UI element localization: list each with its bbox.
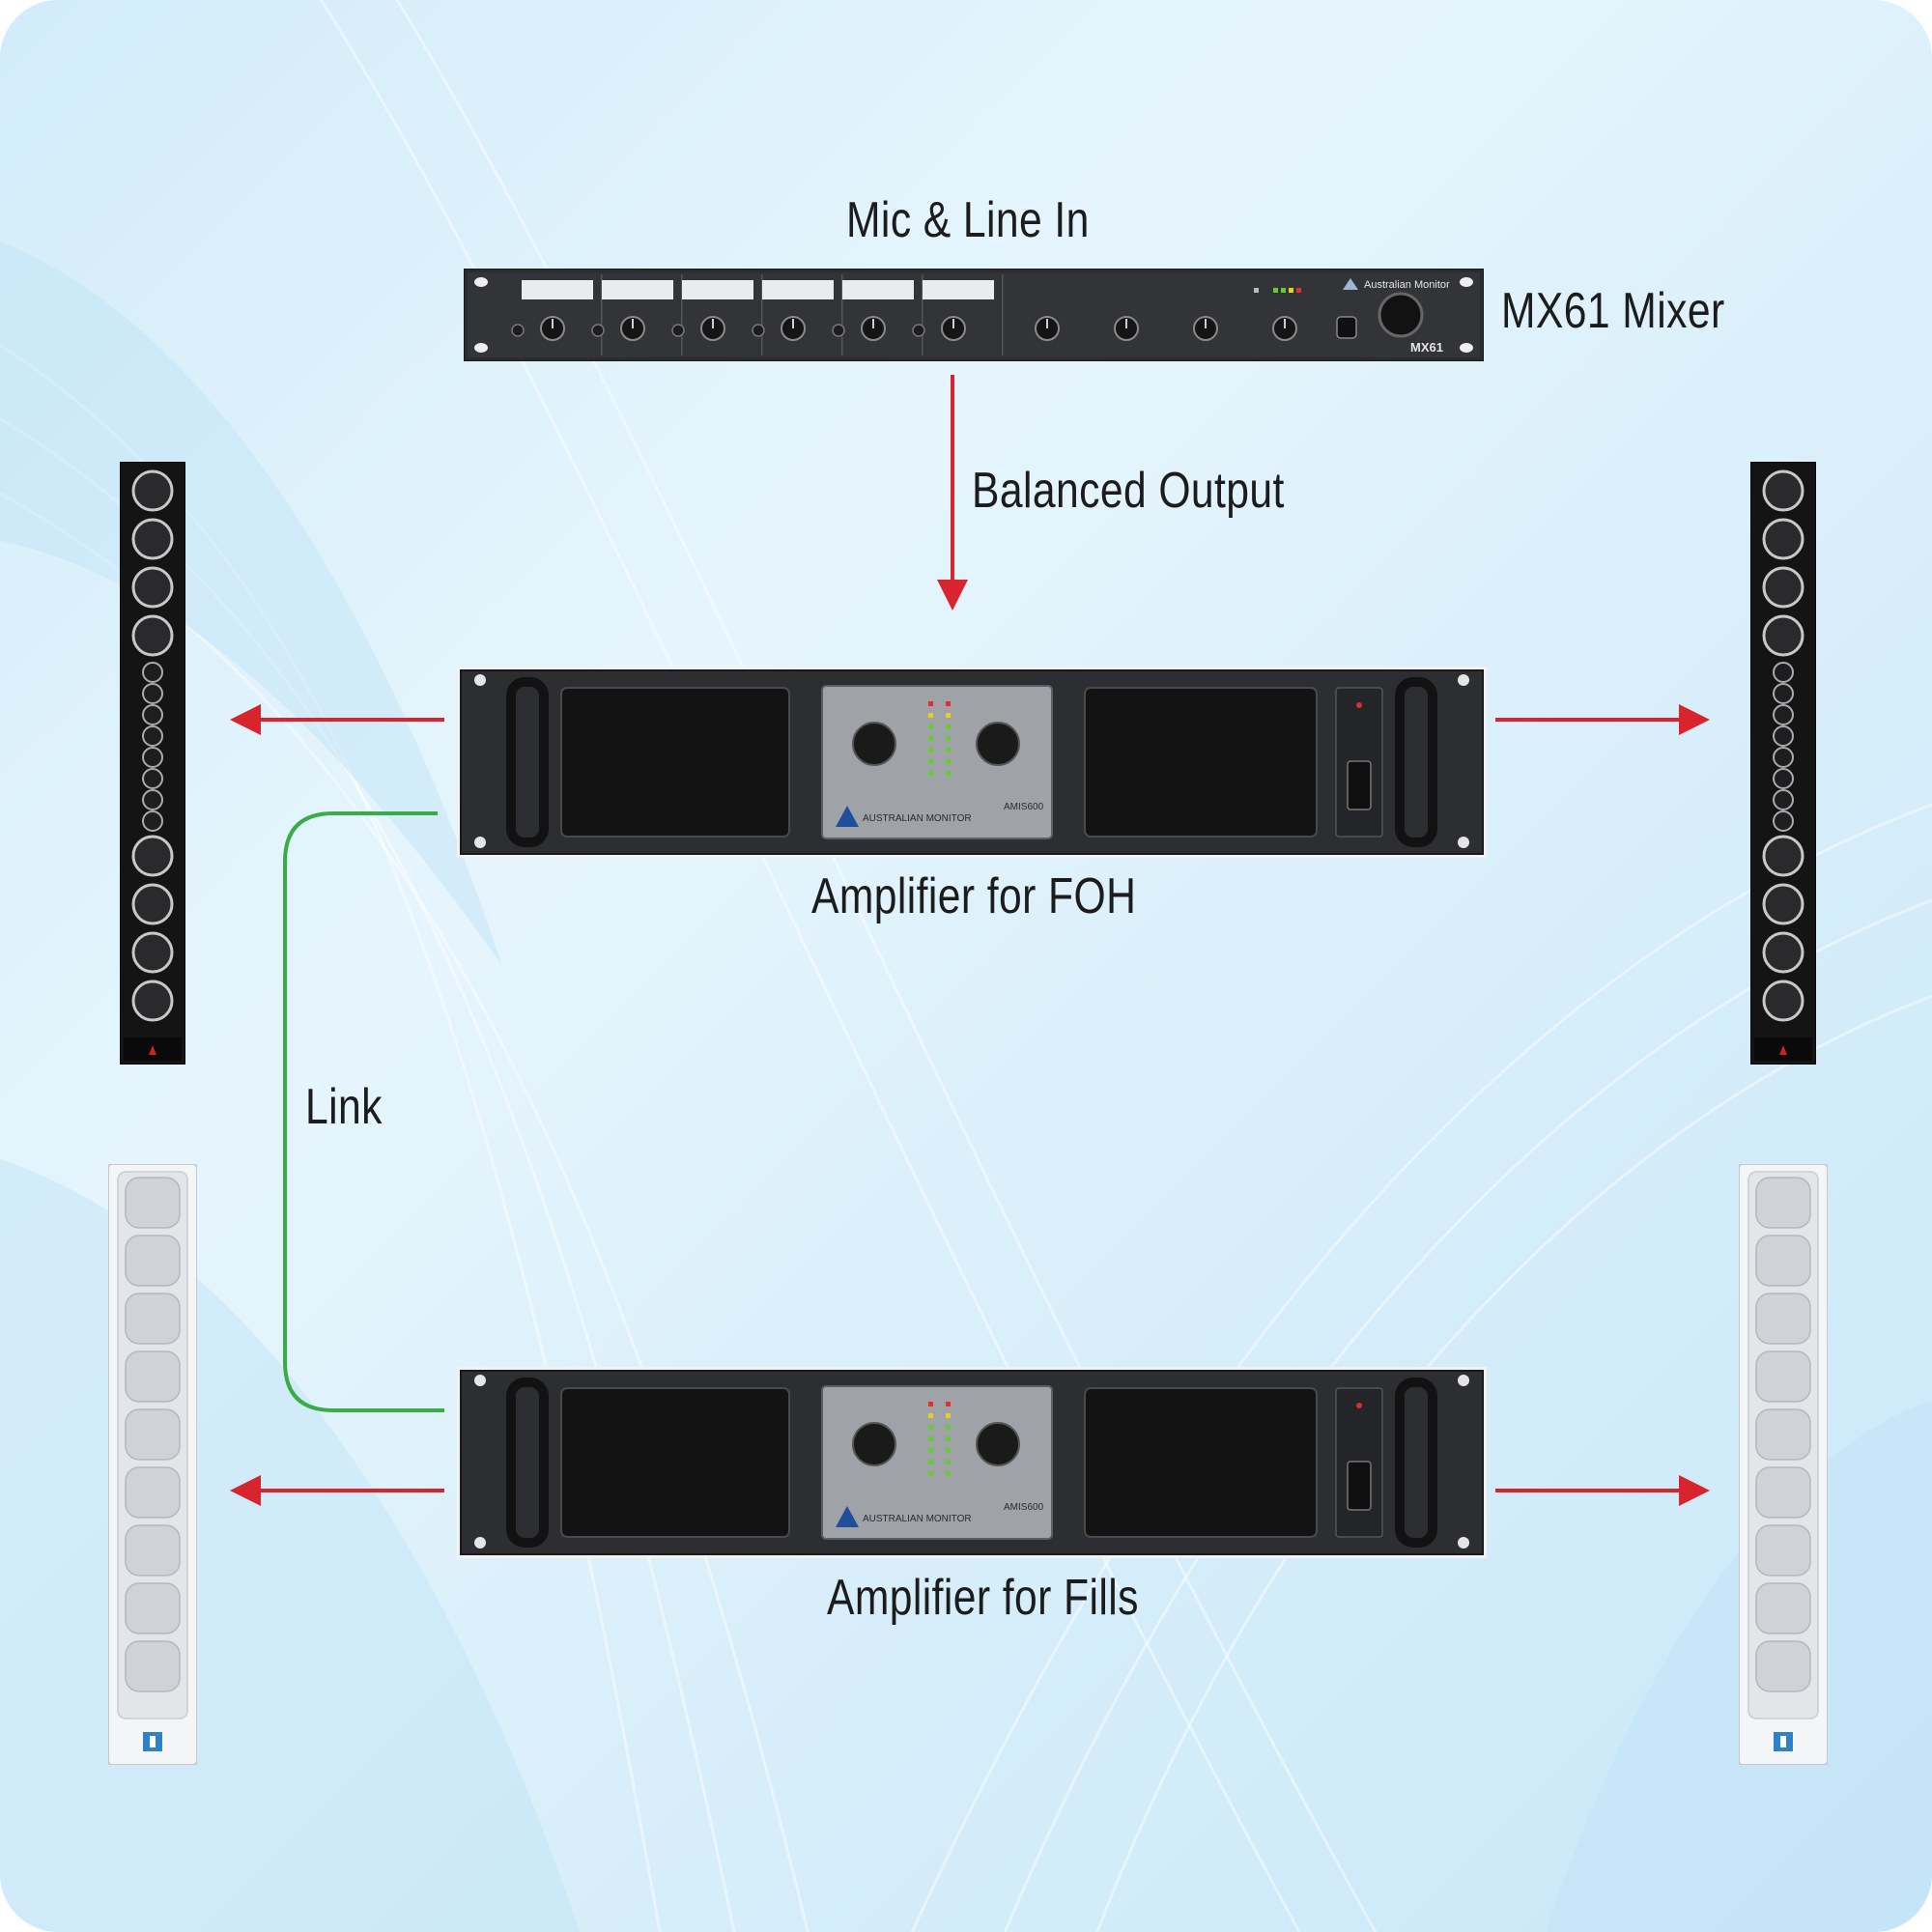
column-speaker-white-right: [1739, 1164, 1828, 1765]
column-speaker-white-left: [108, 1164, 197, 1765]
mx61-mixer-unit: Australian Monitor MX61: [464, 269, 1484, 361]
amp-fills-label: Amplifier for Fills: [827, 1570, 1139, 1626]
foh-amp-model-text: AMIS600: [1004, 802, 1044, 812]
foh-amplifier-unit: AUSTRALIAN MONITOR AMIS600: [457, 667, 1487, 858]
mic-line-in-label: Mic & Line In: [846, 192, 1090, 248]
fills-amp-brand-text: AUSTRALIAN MONITOR: [863, 1514, 972, 1524]
fills-amplifier-unit: AUSTRALIAN MONITOR AMIS600: [457, 1367, 1487, 1558]
link-label: Link: [305, 1079, 383, 1135]
column-speaker-black-right: [1750, 462, 1816, 1065]
mixer-label: MX61 Mixer: [1501, 283, 1725, 339]
column-speaker-black-left: [120, 462, 185, 1065]
balanced-output-label: Balanced Output: [972, 463, 1285, 519]
link-line: [283, 811, 444, 1412]
amp-foh-label: Amplifier for FOH: [811, 868, 1137, 924]
fills-amp-model-text: AMIS600: [1004, 1502, 1044, 1513]
mixer-model-text: MX61: [1410, 340, 1443, 355]
foh-amp-brand-text: AUSTRALIAN MONITOR: [863, 813, 972, 824]
mixer-brand-text: Australian Monitor: [1364, 279, 1450, 291]
